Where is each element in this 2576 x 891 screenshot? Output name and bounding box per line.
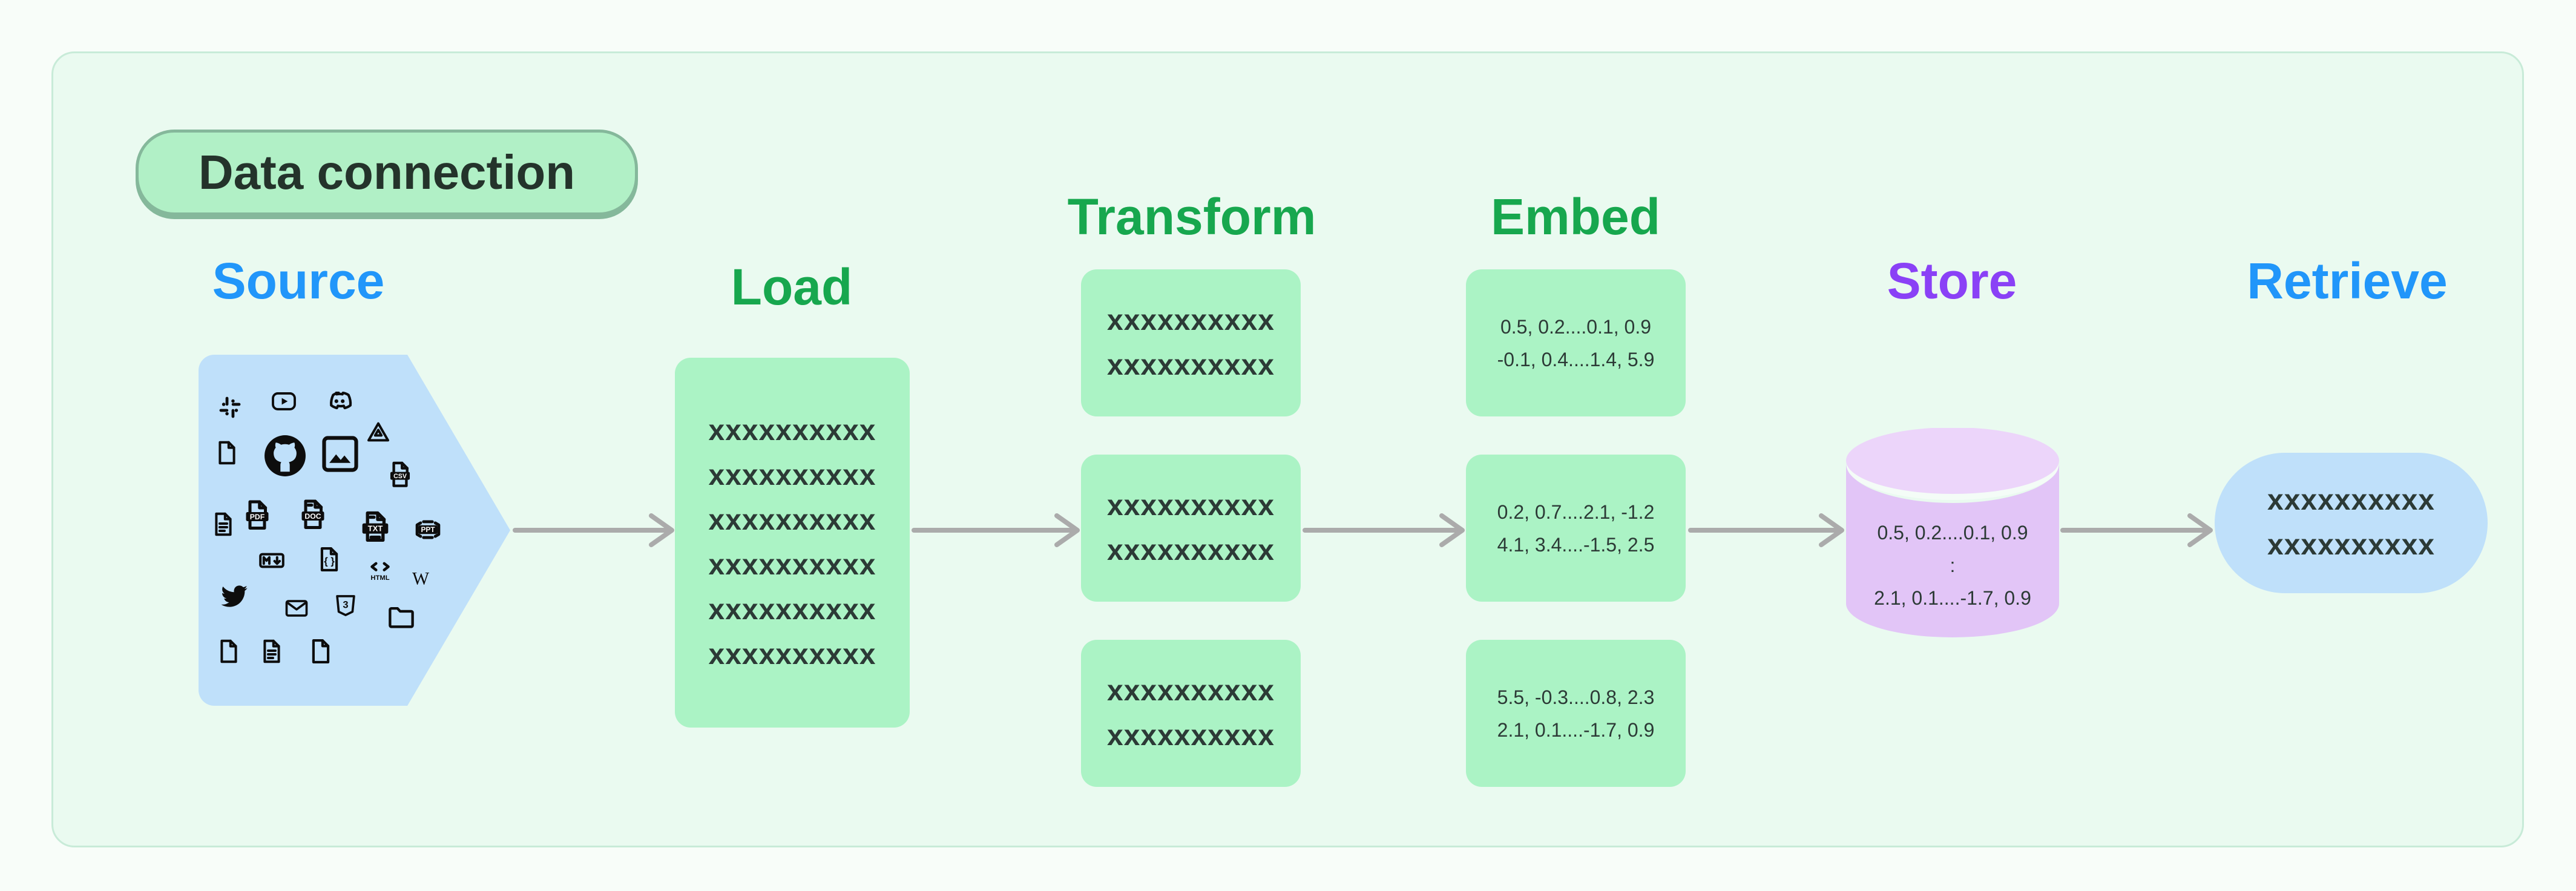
transform-box: xxxxxxxxxx xxxxxxxxxx xyxy=(1081,640,1301,787)
svg-text:PPT: PPT xyxy=(421,525,435,534)
title-badge-label: Data connection xyxy=(198,145,576,199)
chunk-line: xxxxxxxxxx xyxy=(1107,489,1275,522)
svg-text:DOC: DOC xyxy=(304,512,321,521)
arrow-store-to-retrieve xyxy=(2060,513,2213,547)
document-line: xxxxxxxxxx xyxy=(708,504,876,536)
svg-text:3: 3 xyxy=(343,600,348,611)
chunk-line: xxxxxxxxxx xyxy=(1107,534,1275,567)
document-line: xxxxxxxxxx xyxy=(708,638,876,671)
arrow-load-to-transform xyxy=(912,513,1080,547)
chunk-line: xxxxxxxxxx xyxy=(1107,304,1275,337)
discord-icon xyxy=(322,386,357,416)
data-connection-panel: Data connection Source Load Transform Em… xyxy=(51,51,2524,847)
result-line: xxxxxxxxxx xyxy=(2267,529,2435,561)
wikipedia-icon: W xyxy=(406,566,436,591)
transform-box: xxxxxxxxxx xxxxxxxxxx xyxy=(1081,269,1301,416)
google-drive-icon xyxy=(364,419,393,448)
transform-box: xxxxxxxxxx xxxxxxxxxx xyxy=(1081,455,1301,602)
title-badge: Data connection xyxy=(136,130,638,215)
svg-text:PDF: PDF xyxy=(250,513,265,521)
slack-icon xyxy=(217,394,243,421)
vector-line: 2.1, 0.1....-1.7, 0.9 xyxy=(1497,718,1655,741)
file-icon xyxy=(306,633,336,669)
source-heading: Source xyxy=(212,252,385,309)
source-shape: CSV PDF DOC xyxy=(199,355,510,706)
chunk-line: xxxxxxxxxx xyxy=(1107,719,1275,752)
store-heading: Store xyxy=(1887,252,2017,309)
svg-text:{ }: { } xyxy=(324,555,335,567)
chunk-line: xxxxxxxxxx xyxy=(1107,349,1275,381)
svg-text:HTML: HTML xyxy=(370,574,389,582)
github-icon xyxy=(260,430,310,481)
vector-line: 0.5, 0.2....0.1, 0.9 xyxy=(1500,315,1652,338)
csv-file-icon: CSV xyxy=(384,455,416,495)
svg-text:TXT: TXT xyxy=(368,524,383,533)
file-icon xyxy=(212,435,242,470)
document-line: xxxxxxxxxx xyxy=(708,593,876,626)
markdown-icon xyxy=(254,546,289,575)
twitter-icon xyxy=(217,580,252,611)
load-heading: Load xyxy=(731,258,853,315)
vector-line: -0.1, 0.4....1.4, 5.9 xyxy=(1497,348,1655,370)
store-vectors: 0.5, 0.2....0.1, 0.9 : 2.1, 0.1....-1.7,… xyxy=(1846,516,2059,614)
database-icon xyxy=(1846,428,2059,637)
css-icon: 3 xyxy=(332,590,359,621)
doc-file-icon: DOC xyxy=(294,496,332,533)
retrieve-pill: xxxxxxxxxx xxxxxxxxxx xyxy=(2215,453,2488,593)
embed-heading: Embed xyxy=(1490,188,1661,245)
mail-icon xyxy=(280,595,314,622)
embed-box: 0.5, 0.2....0.1, 0.9 -0.1, 0.4....1.4, 5… xyxy=(1466,269,1686,416)
vector-line: 0.5, 0.2....0.1, 0.9 xyxy=(1877,522,2028,544)
arrow-embed-to-store xyxy=(1688,513,1844,547)
ppt-file-icon: PPT xyxy=(409,512,447,547)
arrow-source-to-load xyxy=(513,513,674,547)
document-line: xxxxxxxxxx xyxy=(708,548,876,581)
svg-text:W: W xyxy=(412,569,430,589)
json-file-icon: { } xyxy=(314,541,344,577)
document-line: xxxxxxxxxx xyxy=(708,414,876,447)
vector-line: 5.5, -0.3....0.8, 2.3 xyxy=(1497,686,1655,708)
embed-box: 0.2, 0.7....2.1, -1.2 4.1, 3.4....-1.5, … xyxy=(1466,455,1686,602)
youtube-icon xyxy=(266,387,302,415)
result-line: xxxxxxxxxx xyxy=(2267,484,2435,516)
html-icon: HTML xyxy=(361,554,399,587)
store-cylinder: 0.5, 0.2....0.1, 0.9 : 2.1, 0.1....-1.7,… xyxy=(1846,428,2059,640)
file-icon xyxy=(214,634,243,669)
vector-line: 4.1, 3.4....-1.5, 2.5 xyxy=(1497,533,1655,556)
text-file-icon xyxy=(257,634,286,669)
vector-line: 0.2, 0.7....2.1, -1.2 xyxy=(1497,501,1655,523)
arrow-transform-to-embed xyxy=(1303,513,1465,547)
vector-line: 2.1, 0.1....-1.7, 0.9 xyxy=(1874,587,2031,609)
svg-text:CSV: CSV xyxy=(393,473,407,480)
folder-icon xyxy=(383,601,420,633)
transform-heading: Transform xyxy=(1067,188,1316,245)
image-icon xyxy=(318,432,363,476)
pdf-file-icon: PDF xyxy=(238,497,276,533)
load-box: xxxxxxxxxx xxxxxxxxxx xxxxxxxxxx xxxxxxx… xyxy=(675,358,910,728)
vector-ellipsis: : xyxy=(1950,554,1956,576)
embed-box: 5.5, -0.3....0.8, 2.3 2.1, 0.1....-1.7, … xyxy=(1466,640,1686,787)
text-file-icon xyxy=(209,507,238,542)
chunk-line: xxxxxxxxxx xyxy=(1107,674,1275,707)
retrieve-heading: Retrieve xyxy=(2247,252,2448,309)
document-line: xxxxxxxxxx xyxy=(708,459,876,492)
txt-file-icon: TXT xyxy=(355,508,395,547)
